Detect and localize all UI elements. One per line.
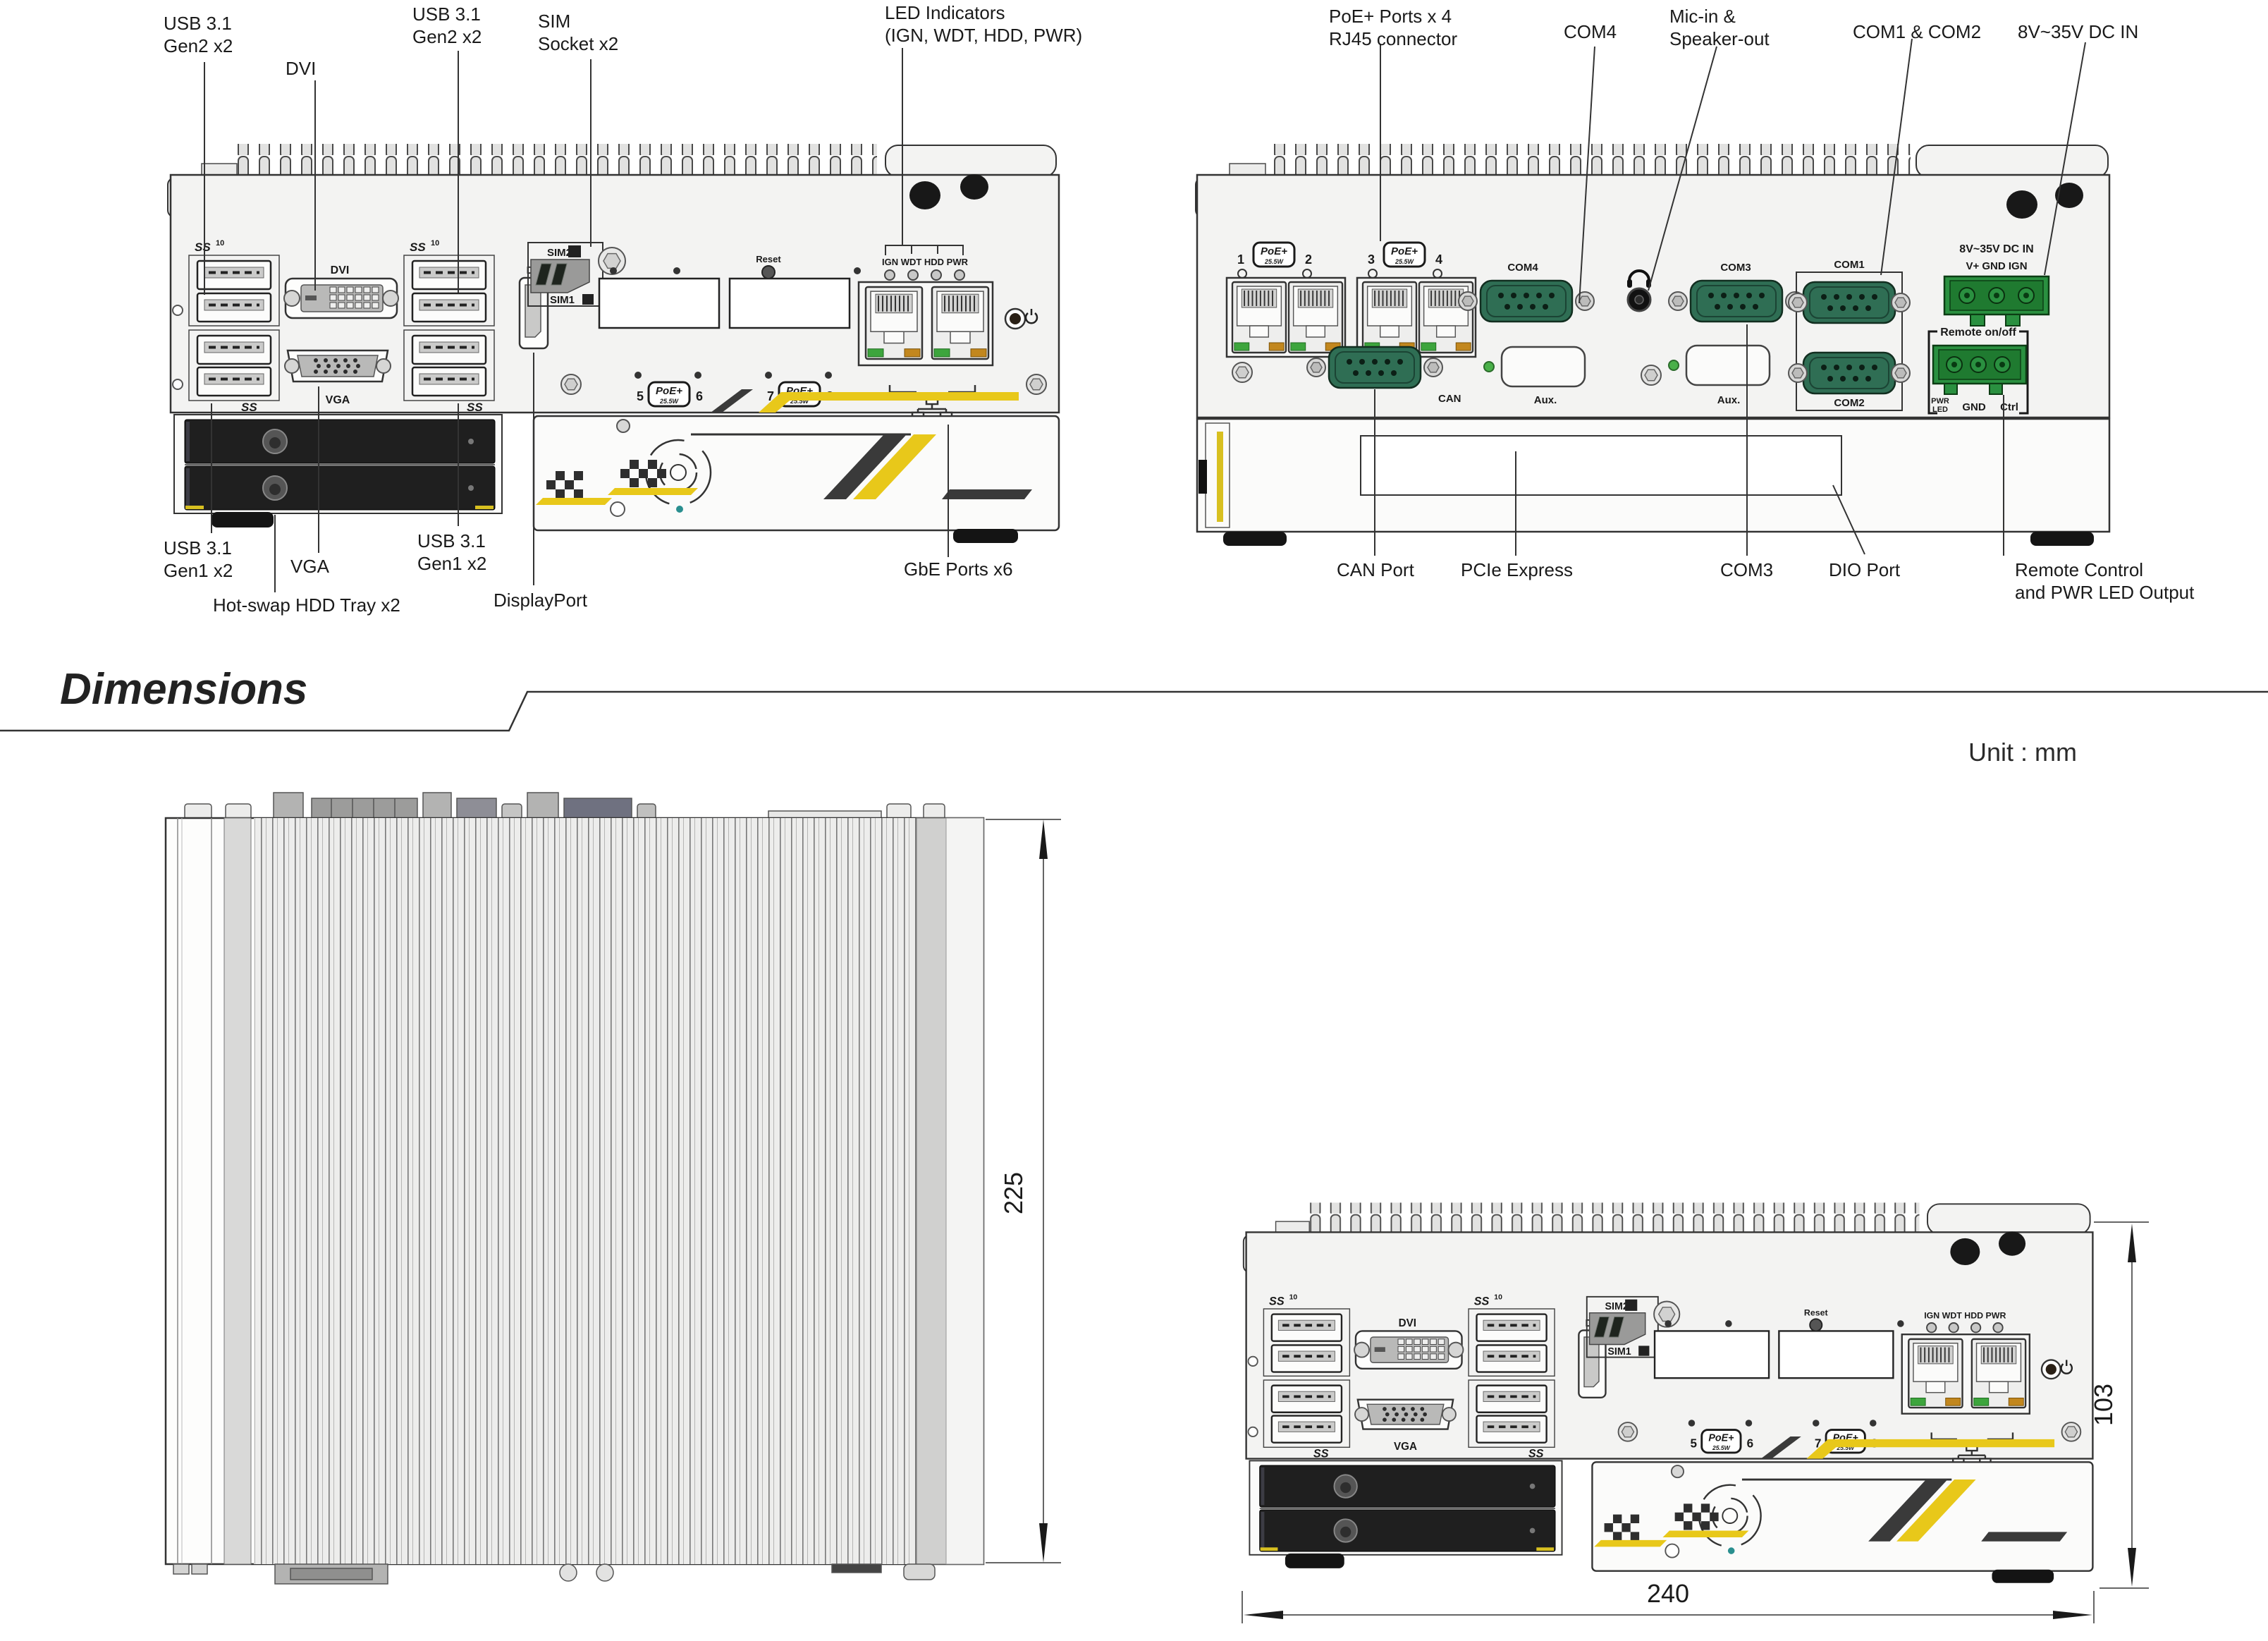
aux1-print: Aux. bbox=[1534, 394, 1557, 406]
callout-usb-gen2-right: USB 3.1 Gen2 x2 bbox=[412, 4, 482, 47]
com1-port bbox=[1802, 281, 1896, 324]
com4-print: COM4 bbox=[1507, 262, 1538, 274]
callout-dvi: DVI bbox=[286, 58, 317, 79]
com2-port bbox=[1802, 351, 1896, 395]
callout-pcie: PCIe Express bbox=[1461, 559, 1573, 580]
callout-com3: COM3 bbox=[1720, 559, 1774, 580]
expansion-section bbox=[1196, 417, 2111, 533]
callout-dio-port: DIO Port bbox=[1829, 559, 1901, 580]
antenna-hole bbox=[2006, 190, 2037, 219]
aux-port-blank bbox=[1685, 344, 1771, 386]
dimension-depth: 225 bbox=[986, 819, 1061, 1563]
callout-usb-gen1-left: USB 3.1 Gen1 x2 bbox=[164, 537, 233, 581]
heatsink-band bbox=[223, 817, 252, 1565]
svg-text:8V~35V DC IN: 8V~35V DC IN bbox=[1959, 243, 2033, 255]
dimension-width: 240 bbox=[1242, 1579, 2095, 1623]
aux2-print: Aux. bbox=[1717, 394, 1741, 406]
svg-text:V+ GND IGN: V+ GND IGN bbox=[1966, 260, 2027, 272]
rear-panel-view: 1 2 3 4 COM4 COM3 COM1 COM2 8V~35V DC IN… bbox=[1195, 38, 2111, 556]
svg-text:2: 2 bbox=[1305, 252, 1312, 267]
svg-text:Remote on/off: Remote on/off bbox=[1940, 327, 2016, 338]
callout-com1-com2: COM1 & COM2 bbox=[1853, 21, 1982, 42]
dc-input-terminal: 8V~35V DC IN V+ GND IGN bbox=[1943, 243, 2050, 327]
bottom-edge-connectors bbox=[173, 1563, 936, 1585]
svg-text:4: 4 bbox=[1435, 252, 1442, 267]
callout-usb-gen1-right: USB 3.1 Gen1 x2 bbox=[417, 530, 487, 574]
svg-text:PWR: PWR bbox=[1931, 397, 1949, 405]
svg-text:3: 3 bbox=[1368, 252, 1375, 267]
com2-print: COM2 bbox=[1834, 397, 1864, 409]
top-view: 225 bbox=[164, 792, 1061, 1585]
callout-dc-in: 8V~35V DC IN bbox=[2018, 21, 2139, 42]
headphone-icon bbox=[1628, 269, 1650, 281]
audio-jack bbox=[1626, 269, 1652, 312]
pcie-card-edge bbox=[1217, 432, 1223, 522]
svg-text:LED: LED bbox=[1932, 405, 1948, 414]
antenna-hump bbox=[1915, 145, 2109, 178]
com3-port bbox=[1689, 279, 1784, 323]
heatsink-band bbox=[916, 817, 947, 1565]
dimension-height-value: 103 bbox=[2089, 1384, 2118, 1426]
callout-gbe-ports: GbE Ports x6 bbox=[904, 559, 1013, 580]
callout-poe-ports: PoE+ Ports x 4 RJ45 connector bbox=[1329, 6, 1458, 49]
section-divider bbox=[0, 690, 2268, 732]
callout-usb-gen2-left: USB 3.1 Gen2 x2 bbox=[164, 13, 233, 56]
dimension-width-value: 240 bbox=[1647, 1579, 1689, 1608]
heatsink-fins-top bbox=[254, 818, 917, 1564]
pcie-opening bbox=[1360, 435, 1842, 496]
chassis-foot bbox=[2030, 532, 2094, 546]
callout-can-port: CAN Port bbox=[1337, 559, 1414, 580]
callout-vga: VGA bbox=[290, 556, 329, 577]
section-title: Dimensions bbox=[60, 665, 308, 714]
com4-port bbox=[1479, 279, 1574, 323]
com12-frame bbox=[1796, 272, 1903, 411]
callout-led-indicators: LED Indicators (IGN, WDT, HDD, PWR) bbox=[885, 2, 1083, 46]
com1-print: COM1 bbox=[1834, 259, 1864, 271]
callout-displayport: DisplayPort bbox=[494, 590, 587, 611]
callout-com4: COM4 bbox=[1564, 21, 1617, 42]
remote-terminal: Remote on/off PWR LED GND Ctrl bbox=[1927, 327, 2029, 415]
can-print: CAN bbox=[1438, 393, 1461, 405]
callout-remote: Remote Control and PWR LED Output bbox=[2015, 559, 2195, 603]
antenna-hole bbox=[2055, 183, 2083, 208]
callout-mic-speaker: Mic-in & Speaker-out bbox=[1669, 6, 1770, 49]
com3-print: COM3 bbox=[1720, 262, 1751, 274]
can-port bbox=[1328, 346, 1422, 389]
leader-lines-rear bbox=[1374, 38, 2086, 556]
chassis-foot bbox=[1223, 532, 1287, 546]
front-view-small: 103 240 bbox=[1242, 1202, 2149, 1623]
top-edge-connectors bbox=[184, 792, 945, 820]
aux-port-blank bbox=[1500, 346, 1586, 388]
svg-text:GND: GND bbox=[1962, 401, 1986, 413]
dimension-height: 103 bbox=[2089, 1221, 2149, 1589]
svg-text:1: 1 bbox=[1237, 252, 1244, 267]
unit-label: Unit : mm bbox=[1968, 738, 2078, 767]
front-panel-view bbox=[168, 48, 1059, 592]
callout-sim-socket: SIM Socket x2 bbox=[538, 11, 619, 54]
dimension-depth-value: 225 bbox=[999, 1172, 1028, 1214]
leader-lines-front bbox=[204, 48, 964, 592]
svg-text:Ctrl: Ctrl bbox=[2000, 401, 2018, 413]
callout-hdd-tray: Hot-swap HDD Tray x2 bbox=[213, 594, 400, 616]
